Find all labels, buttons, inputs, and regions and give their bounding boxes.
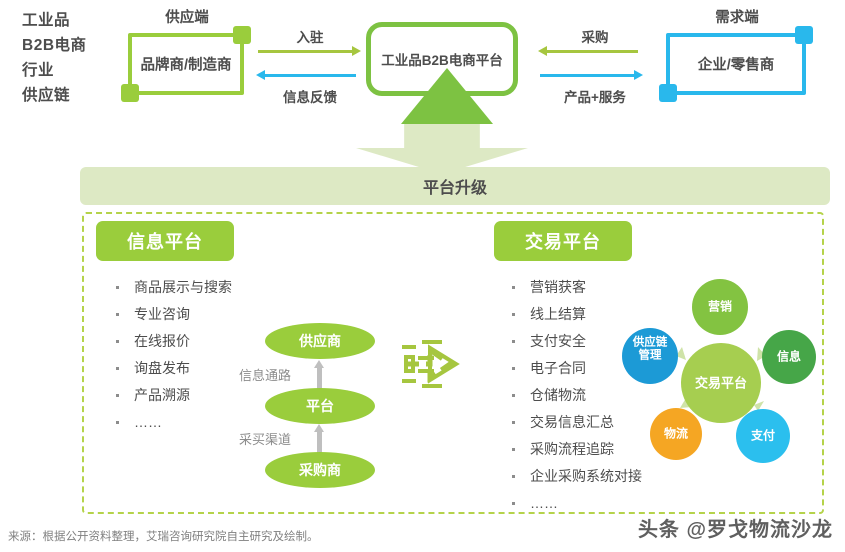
transition-arrow-icon	[400, 338, 472, 390]
watermark: 头条 @罗戈物流沙龙	[637, 519, 833, 541]
platform-upgrade-banner: 平台升级	[80, 167, 830, 205]
cluster-node-information: 信息	[762, 330, 816, 384]
arrow-onboarding-line	[258, 50, 354, 53]
demand-side-caption: 需求端	[715, 10, 759, 26]
info-platform-header: 信息平台	[96, 221, 234, 261]
arrow-products-head	[634, 70, 643, 80]
demand-corner-handle-top-right	[795, 26, 813, 44]
stack-node-buyer-label: 采购商	[299, 462, 341, 478]
cluster-node-information-label: 信息	[776, 349, 801, 364]
arrow-onboarding-head	[352, 46, 361, 56]
info-platform-bullet-list: 商品展示与搜索 专业咨询 在线报价 询盘发布 产品溯源 ……	[112, 274, 232, 436]
list-item: 电子合同	[508, 355, 642, 382]
arrow-feedback-line	[264, 74, 356, 77]
cluster-node-payment: 支付	[736, 409, 790, 463]
arrow-procurement-line	[546, 50, 638, 53]
page-title-line-4: 供应链	[22, 87, 71, 104]
upgrade-triangle-icon	[401, 68, 493, 124]
cluster-node-center-label: 交易平台	[694, 375, 747, 391]
cluster-node-payment-label: 支付	[750, 428, 775, 443]
stack-node-platform: 平台	[265, 388, 375, 424]
arrow-feedback-head	[256, 70, 265, 80]
cluster-node-logistics-label: 物流	[663, 426, 688, 441]
list-item: ……	[112, 409, 232, 436]
supply-side-box: 品牌商/制造商	[121, 26, 251, 102]
supply-corner-handle-top-right	[233, 26, 251, 44]
arrow-procurement-head	[538, 46, 547, 56]
list-item: 线上结算	[508, 301, 642, 328]
supply-corner-handle-bottom-left	[121, 84, 139, 102]
list-item: 仓储物流	[508, 382, 642, 409]
flow-label-onboarding: 入驻	[296, 30, 324, 45]
info-platform-header-label: 信息平台	[127, 232, 203, 252]
page-title-line-2: B2B电商	[22, 37, 87, 54]
cluster-node-logistics: 物流	[650, 408, 702, 460]
page-title: 工业品 B2B电商 行业 供应链	[22, 8, 152, 108]
flow-label-procurement: 采购	[581, 30, 609, 45]
list-item: 在线报价	[112, 328, 232, 355]
list-item: 专业咨询	[112, 301, 232, 328]
list-item: 营销获客	[508, 274, 642, 301]
stack-arrow-lower-head-up	[314, 424, 324, 432]
stack-arrow-upper-head-up	[314, 360, 324, 368]
cluster-node-marketing: 营销	[692, 279, 748, 335]
central-platform-label: 工业品B2B电商平台	[381, 53, 503, 68]
list-item: 采购流程追踪	[508, 436, 642, 463]
trade-platform-header-label: 交易平台	[525, 232, 601, 252]
list-item: 产品溯源	[112, 382, 232, 409]
page-title-line-1: 工业品	[22, 12, 71, 29]
stack-link-label-purchase: 采买渠道	[239, 432, 292, 447]
flow-label-feedback: 信息反馈	[283, 90, 337, 105]
supply-side-label: 品牌商/制造商	[140, 57, 232, 74]
stack-node-buyer: 采购商	[265, 452, 375, 488]
supply-side-caption: 供应端	[165, 10, 209, 26]
stack-node-platform-label: 平台	[306, 398, 334, 414]
demand-side-box: 企业/零售商	[659, 26, 813, 102]
cluster-node-scm-label-line2: 管理	[638, 349, 662, 362]
platform-upgrade-banner-label: 平台升级	[422, 180, 487, 197]
list-item: 企业采购系统对接	[508, 463, 642, 490]
trade-platform-header: 交易平台	[494, 221, 632, 261]
demand-side-label: 企业/零售商	[697, 57, 775, 74]
cluster-node-scm-label-line1: 供应链	[632, 336, 668, 349]
stack-link-label-information: 信息通路	[239, 368, 292, 383]
list-item: 支付安全	[508, 328, 642, 355]
arrow-products-line	[540, 74, 636, 77]
cluster-node-marketing-label: 营销	[707, 299, 732, 314]
stack-arrow-upper-bar	[317, 367, 322, 393]
stack-arrow-lower-bar	[317, 431, 322, 457]
cluster-node-center-trade-platform: 交易平台	[681, 343, 761, 423]
list-item: 询盘发布	[112, 355, 232, 382]
trade-platform-bullet-list: 营销获客 线上结算 支付安全 电子合同 仓储物流 交易信息汇总 采购流程追踪 企…	[508, 274, 642, 517]
list-item: 商品展示与搜索	[112, 274, 232, 301]
stack-node-supplier-label: 供应商	[299, 333, 341, 349]
page-title-line-3: 行业	[22, 62, 55, 79]
demand-side-frame	[666, 33, 806, 95]
demand-corner-handle-bottom-left	[659, 84, 677, 102]
supply-side-frame	[128, 33, 244, 95]
list-item: ……	[508, 490, 642, 517]
cluster-node-scm-label: 供应链 管理	[622, 337, 678, 369]
source-note: 来源：根据公开资料整理，艾瑞咨询研究院自主研究及绘制。	[8, 531, 319, 543]
stack-node-supplier: 供应商	[265, 323, 375, 359]
list-item: 交易信息汇总	[508, 409, 642, 436]
flow-label-products: 产品+服务	[564, 90, 626, 105]
cluster-node-supply-chain-management: 供应链 管理	[622, 328, 678, 384]
platform-detail-container	[82, 212, 824, 514]
